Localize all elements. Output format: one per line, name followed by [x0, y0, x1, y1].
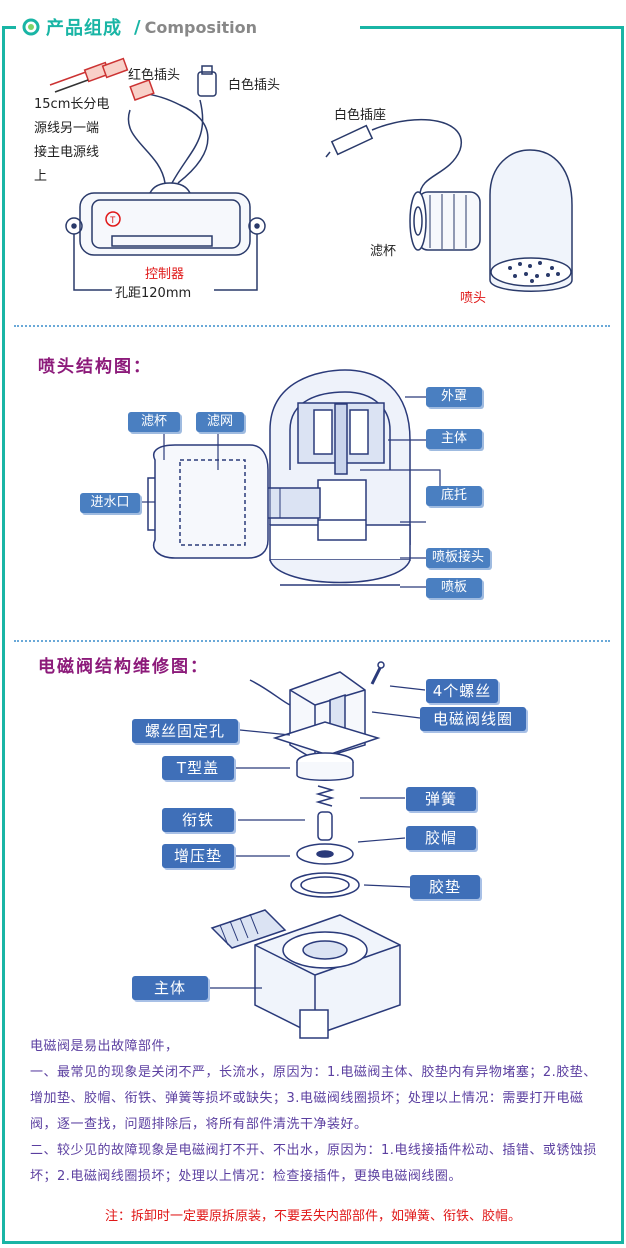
white-plug-label: 白色插头	[228, 78, 281, 93]
filter-cup-label: 滤杯	[370, 244, 397, 259]
nozzle-cross-section	[147, 369, 411, 586]
frame-top-right	[360, 26, 623, 29]
valve-structure-title: 电磁阀结构维修图：	[38, 657, 209, 677]
frame-top-left	[2, 26, 16, 29]
white-socket-label: 白色插座	[334, 108, 387, 123]
label-screw-hole: 螺丝固定孔	[132, 719, 238, 743]
nozzle-illustration	[325, 118, 573, 292]
paragraph-intro: 电磁阀是易出故障部件，	[30, 1039, 179, 1054]
cable-note-line: 源线另一端	[34, 121, 100, 136]
circle-logo-icon	[22, 18, 40, 36]
label-valve-main-body: 主体	[132, 976, 208, 1000]
frame-left	[2, 26, 5, 1244]
nozzle-structure-title: 喷头结构图：	[38, 357, 152, 377]
label-rubber-cap: 胶帽	[406, 826, 476, 850]
svg-text:T: T	[110, 215, 116, 225]
label-spring: 弹簧	[406, 787, 476, 811]
header-title-en: Composition	[144, 17, 257, 37]
label-armature: 衔铁	[162, 808, 234, 832]
controller-illustration: T	[65, 182, 266, 256]
label-t-cap: T型盖	[162, 756, 234, 780]
label-coil: 电磁阀线圈	[420, 707, 526, 731]
cable-note: 15cm长分电 源线另一端 接主电源线 上	[34, 93, 109, 189]
nozzle-label: 喷头	[460, 291, 487, 306]
cable-note-line: 上	[34, 169, 48, 184]
label-inlet: 进水口	[80, 493, 140, 513]
header-slash: /	[134, 16, 141, 38]
label-filter-cup: 滤杯	[128, 412, 180, 432]
label-filter-net: 滤网	[196, 412, 244, 432]
section-header: 产品组成 / Composition	[22, 13, 265, 41]
label-plate: 喷板	[426, 578, 482, 598]
red-plug-label: 红色插头	[128, 68, 181, 83]
controller-label: 控制器	[145, 267, 185, 282]
red-plug-illustration	[49, 57, 155, 101]
white-plug-illustration	[197, 65, 217, 97]
hole-distance-label: 孔距120mm	[115, 286, 192, 301]
cable-note-line: 接主电源线	[34, 145, 100, 160]
label-main-body: 主体	[426, 429, 482, 449]
paragraph-rare-fault: 二、较少见的故障现象是电磁阀打不开、不出水，原因为：1.电线接插件松动、插错、或…	[30, 1143, 597, 1184]
label-base: 底托	[426, 486, 482, 506]
frame-right	[621, 26, 624, 1244]
paragraph-common-fault: 一、最常见的现象是关闭不严，长流水，原因为：1.电磁阀主体、胶垫内有异物堵塞；2…	[30, 1065, 597, 1132]
label-outer-cover: 外罩	[426, 387, 482, 407]
cable-note-line: 15cm长分电	[34, 97, 110, 112]
divider	[14, 640, 610, 642]
label-screws: 4个螺丝	[426, 679, 498, 703]
divider	[14, 325, 610, 327]
header-title-cn: 产品组成	[46, 18, 122, 39]
frame-bottom	[2, 1241, 623, 1244]
warning-note: 注：拆卸时一定要原拆原装，不要丢失内部部件，如弹簧、衔铁、胶帽。	[104, 1209, 521, 1224]
valve-exploded-view	[210, 661, 401, 1039]
label-rubber-pad: 胶垫	[410, 875, 480, 899]
label-plate-joint: 喷板接头	[426, 548, 490, 568]
label-pressure-pad: 增压垫	[162, 844, 234, 868]
